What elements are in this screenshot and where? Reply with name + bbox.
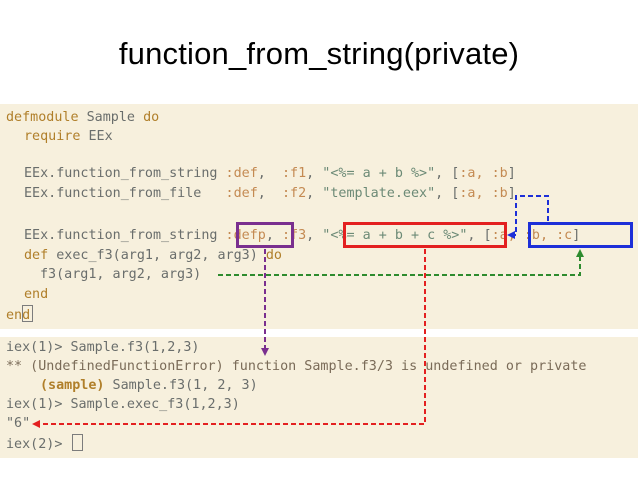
code-text: EEx.function_from_file [24,186,226,201]
code-atom: :f2 [281,186,307,201]
code-atom: :defp [225,228,266,243]
code-text: , [ [435,186,460,201]
code-atom: :def [225,186,258,201]
defp-highlight-box [236,222,294,248]
text-cursor-icon [22,305,34,322]
code-string: "<%= a + b %>" [322,166,436,181]
code-line-1: defmodule Sample do [6,109,159,127]
code-keyword: do [143,110,160,125]
code-atom: :f1 [281,166,307,181]
iex-line-2: ** (UndefinedFunctionError) function Sam… [6,359,587,374]
code-text: ] [507,166,516,181]
code-line-5: EEx.function_from_string :defp, :f3, "<%… [24,227,580,245]
code-text: EEx.function_from_string [24,228,226,243]
code-text: , [265,228,282,243]
code-text: , [257,186,282,201]
iex-line-4: iex(1)> Sample.exec_f3(1,2,3) [6,397,240,412]
code-line-2: require EEx [24,128,113,146]
code-atom: :f3 [281,228,307,243]
iex-console-panel [0,337,638,458]
code-line-6: def exec_f3(arg1, arg2, arg3) do [24,247,282,265]
code-atom: :a, :b [459,166,508,181]
code-line-4: EEx.function_from_file :def, :f2, "templ… [24,185,516,203]
iex-line-1: iex(1)> Sample.f3(1,2,3) [6,340,200,355]
iex-prompt: iex(2)> [6,437,71,452]
code-text: , [ [467,228,492,243]
args-highlight-box [528,222,633,248]
red-arrow [32,249,426,428]
text-cursor-icon [71,434,83,451]
code-atom: :def [225,166,258,181]
code-keyword: defmodule [6,110,79,125]
code-string: "<%= a + b + c %>" [322,228,468,243]
code-line-9: end [6,305,34,323]
code-text: EEx [80,129,113,144]
green-arrow [218,249,584,276]
code-keyword: do [265,248,282,263]
iex-text: Sample.f3(1, 2, 3) [104,378,258,393]
blue-arrow [507,195,549,239]
code-keyword: end [24,287,49,302]
iex-module-name: (sample) [40,378,105,393]
code-atom: :a, :b [459,186,508,201]
code-text: ] [572,228,581,243]
code-line-7: f3(arg1, arg2, arg3) [40,267,202,282]
code-keyword: require [24,129,81,144]
code-text: , [306,166,323,181]
code-editor-panel [0,104,638,329]
code-keyword: def [24,248,49,263]
code-keyword: end [6,308,31,323]
code-string: "template.eex" [322,186,436,201]
iex-line-5: "6" [6,416,31,431]
code-text: , [257,166,282,181]
iex-line-3: (sample) Sample.f3(1, 2, 3) [40,377,258,395]
code-text: , [306,228,323,243]
code-text: exec_f3(arg1, arg2, arg3) [48,248,266,263]
code-text: EEx.function_from_string [24,166,226,181]
code-line-8: end [24,286,48,304]
code-text: ] [507,186,516,201]
code-text: Sample [78,110,144,125]
iex-line-6: iex(2)> [6,434,83,452]
code-text: , [306,186,323,201]
template-string-highlight-box [343,222,507,248]
slide-title: function_from_string(private) [118,36,520,71]
code-line-3: EEx.function_from_string :def, :f1, "<%=… [24,165,516,183]
code-text: , [ [435,166,460,181]
